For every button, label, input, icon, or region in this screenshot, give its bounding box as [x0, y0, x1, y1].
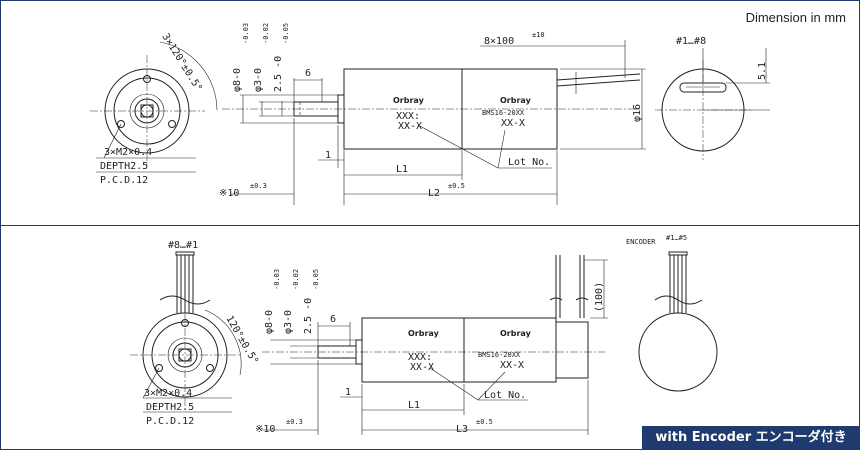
top-d1-tol: -0.03 [242, 23, 250, 44]
bottom-side-view [260, 255, 608, 435]
top-front-view [90, 41, 218, 173]
with-encoder-badge: with Encoder エンコーダ付き [642, 426, 860, 450]
top-rear-view [655, 48, 770, 160]
top-model: BMS16-20XX [482, 109, 525, 117]
bottom-model2: XX-X [500, 360, 524, 371]
top-d3-tol: -0.05 [282, 23, 290, 44]
top-d1: φ8-0 [232, 68, 243, 92]
bottom-len1: 1 [345, 387, 351, 398]
top-logo-2: Orbray [500, 96, 532, 105]
dimension-unit-note: Dimension in mm [745, 10, 846, 25]
bottom-lot1: XXX: [408, 352, 432, 363]
top-logo-1: Orbray [393, 96, 425, 105]
bottom-L1: L1 [408, 400, 420, 411]
bottom-d1: φ8-0 [264, 310, 275, 334]
top-lot1: XXX: [396, 111, 420, 122]
top-L1: L1 [396, 164, 408, 175]
bottom-rear-pins: #1…#5 [666, 234, 687, 242]
top-len6: 6 [305, 68, 311, 79]
bottom-d2-tol: -0.02 [292, 269, 300, 290]
bottom-d2: φ3-0 [283, 310, 294, 334]
bottom-star10-tol: ±0.3 [286, 418, 303, 426]
bottom-model: BMS16-20XX [478, 351, 521, 359]
bottom-front-view [130, 251, 242, 413]
bottom-front-pcd: P.C.D.12 [146, 416, 194, 427]
top-star10-tol: ±0.3 [250, 182, 267, 190]
top-model2: XX-X [501, 118, 525, 129]
bottom-lead: (100) [594, 282, 605, 312]
section-divider [0, 225, 860, 226]
top-d2-tol: -0.02 [262, 23, 270, 44]
bottom-logo-2: Orbray [500, 329, 532, 338]
top-len1: 1 [325, 150, 331, 161]
top-rear-pins: #1…#8 [676, 36, 706, 47]
bottom-d3: 2.5 -0 [303, 298, 314, 334]
top-L2-tol: ±0.5 [448, 182, 465, 190]
top-L2: L2 [428, 188, 440, 199]
top-star10: ※10 [219, 188, 239, 199]
bottom-d3-tol: -0.05 [312, 269, 320, 290]
bottom-L3: L3 [456, 424, 468, 435]
bottom-len6: 6 [330, 314, 336, 325]
bottom-rear-encoder: ENCODER [626, 238, 656, 246]
top-lot2: XX-X [398, 121, 422, 132]
top-rear-pitch: 5.1 [757, 62, 768, 80]
top-lead-tol: ±10 [532, 31, 545, 39]
top-lotno: Lot No. [508, 157, 550, 168]
bottom-front-angle: 120°±0.5° [223, 314, 260, 366]
top-d3: 2.5 -0 [273, 56, 284, 92]
bottom-front-depth: DEPTH2.5 [146, 402, 194, 413]
top-side-view [222, 40, 646, 205]
top-front-pcd: P.C.D.12 [100, 175, 148, 186]
bottom-rear-view [638, 251, 718, 392]
bottom-star10: ※10 [255, 424, 275, 435]
bottom-L3-tol: ±0.5 [476, 418, 493, 426]
top-d2: φ3-0 [253, 68, 264, 92]
bottom-d1-tol: -0.03 [273, 269, 281, 290]
bottom-logo-1: Orbray [408, 329, 440, 338]
top-front-screw: 3×M2×0.4 [104, 147, 152, 158]
bottom-front-screw: 3×M2×0.4 [144, 388, 192, 399]
top-front-depth: DEPTH2.5 [100, 161, 148, 172]
top-lead: 8×100 [484, 36, 514, 47]
bottom-front-pins: #8…#1 [168, 240, 198, 251]
top-dia16: φ16 [632, 104, 643, 122]
bottom-lotno: Lot No. [484, 390, 526, 401]
bottom-lot2: XX-X [410, 362, 434, 373]
